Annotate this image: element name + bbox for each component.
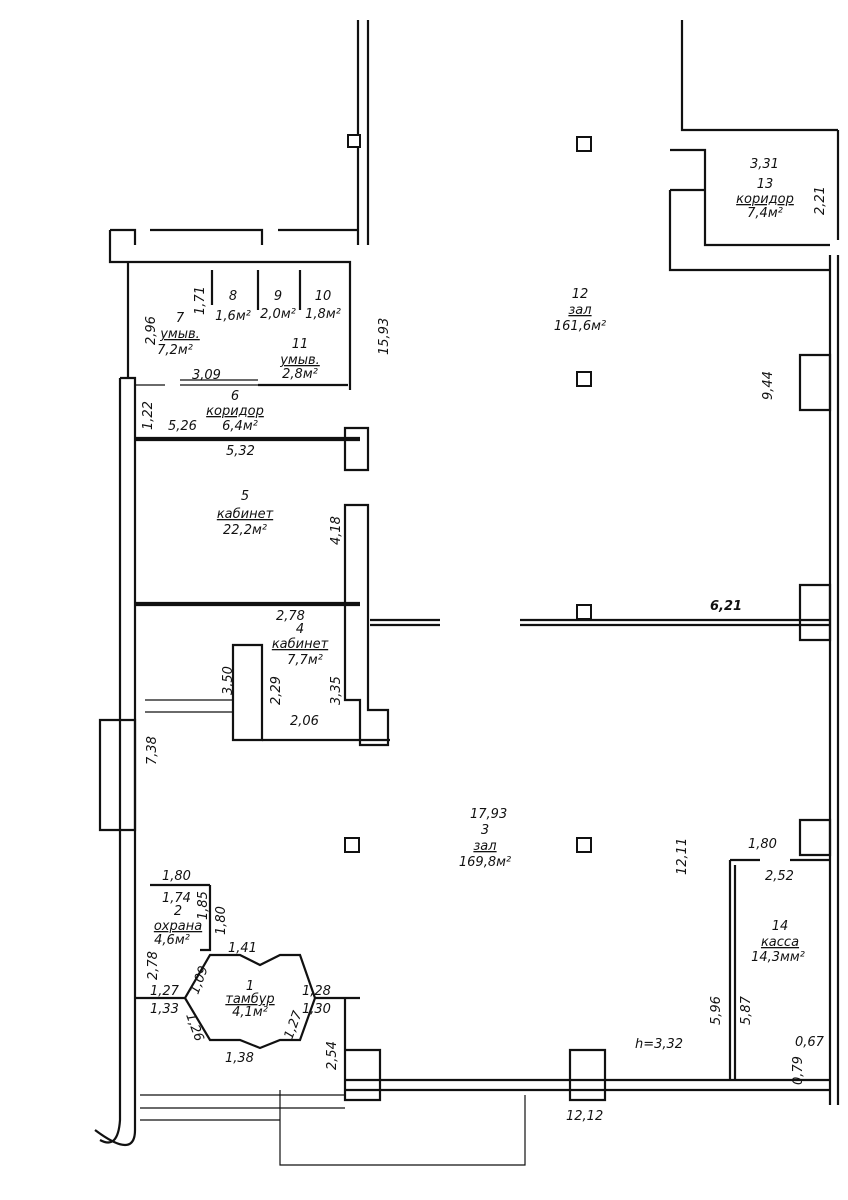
plan-label: 2,8м² — [282, 367, 318, 382]
plan-label: 12,11 — [675, 838, 690, 875]
plan-label: 5,32 — [226, 444, 255, 459]
plan-label: 2,54 — [325, 1041, 340, 1070]
plan-label: 1,74 — [162, 891, 191, 906]
plan-label: 2,29 — [269, 676, 284, 705]
plan-label: 8 — [229, 289, 237, 304]
plan-label: 11 — [292, 337, 309, 352]
plan-label: 13 — [757, 177, 774, 192]
plan-label: 5,96 — [709, 996, 724, 1025]
room-10: 10 1,8м² — [305, 289, 341, 322]
plan-label: касса — [761, 935, 799, 950]
plan-label: 169,8м² — [459, 855, 511, 870]
room-11: 11 умыв. 2,8м² — [279, 337, 320, 382]
plan-label: 12 — [572, 287, 589, 302]
plan-label: 7,2м² — [157, 343, 193, 358]
plan-label: 2,52 — [765, 869, 794, 884]
room-1: 1 тамбур 4,1м² — [225, 979, 274, 1020]
room-5: 5 кабинет 22,2м² — [217, 489, 274, 538]
plan-label: коридор — [206, 404, 264, 419]
plan-label: 14 — [772, 919, 789, 934]
plan-label: 1,6м² — [215, 309, 251, 324]
plan-label: 1,80 — [748, 837, 777, 852]
plan-label: 2 — [174, 904, 182, 919]
room-6: 6 коридор 6,4м² — [206, 389, 264, 434]
plan-label: 1,38 — [225, 1051, 254, 1066]
plan-label: 1,27 — [150, 984, 180, 999]
plan-label: 1,8м² — [305, 307, 341, 322]
plan-label: 3,31 — [750, 157, 779, 172]
plan-label: 5,87 — [739, 995, 754, 1025]
room-8: 8 1,6м² — [215, 289, 251, 324]
plan-label: 4,1м² — [232, 1005, 268, 1020]
plan-label: 1,80 — [214, 906, 229, 935]
plan-label: 5,26 — [168, 419, 197, 434]
room-13: 13 коридор 7,4м² — [736, 177, 794, 221]
plan-label: 7 — [176, 311, 185, 326]
plan-label: 1 — [246, 979, 254, 994]
plan-label: 7,7м² — [287, 653, 323, 668]
plan-label: 1,41 — [228, 941, 257, 956]
columns — [344, 134, 592, 853]
room-4: 4 кабинет 7,7м² — [272, 622, 329, 668]
plan-label: 22,2м² — [223, 523, 267, 538]
plan-label: 3 — [481, 823, 489, 838]
plan-label: 3,09 — [192, 368, 221, 383]
plan-label: 7,4м² — [747, 206, 783, 221]
plan-label: 1,09 — [188, 964, 212, 996]
plan-label: 1,33 — [150, 1002, 179, 1017]
plan-label: 1,85 — [196, 891, 211, 920]
plan-label: 3,50 — [221, 666, 236, 695]
plan-label: 10 — [315, 289, 332, 304]
plan-label: зал — [473, 839, 496, 854]
plan-label: 5 — [241, 489, 249, 504]
plan-label: тамбур — [225, 992, 274, 1007]
plan-label: 0,67 — [795, 1035, 825, 1050]
plan-label: 15,93 — [377, 318, 392, 355]
plan-label: 4 — [296, 622, 304, 637]
dimension-labels: 3,31 2,21 15,93 9,44 2,96 1,71 3,09 1,22… — [141, 157, 828, 1124]
plan-label: 2,0м² — [260, 307, 296, 322]
ceiling-height: h=3,32 — [635, 1037, 683, 1052]
plan-label: 6 — [231, 389, 239, 404]
plan-label: 2,21 — [813, 186, 828, 215]
plan-label: 1,71 — [193, 286, 208, 315]
plan-label: 2,06 — [290, 714, 319, 729]
plan-label: кабинет — [217, 507, 274, 522]
plan-label: 1,80 — [162, 869, 191, 884]
plan-label: 1,28 — [302, 984, 331, 999]
plan-label: 4,18 — [329, 516, 344, 545]
room-14: 14 касса 14,3мм² — [751, 919, 805, 965]
room-12: 12 зал 161,6м² — [554, 287, 606, 334]
plan-label: 1,30 — [302, 1002, 331, 1017]
plan-label: 9 — [274, 289, 282, 304]
room-7: 7 умыв. 7,2м² — [157, 311, 200, 358]
plan-label: кабинет — [272, 637, 329, 652]
plan-label: 1,22 — [141, 401, 156, 430]
plan-label: умыв. — [159, 327, 200, 342]
plan-label: умыв. — [279, 353, 320, 368]
plan-label: 6,21 — [710, 599, 742, 614]
plan-label: 4,6м² — [154, 933, 190, 948]
plan-label: 6,4м² — [222, 419, 258, 434]
plan-label: 17,93 — [470, 807, 507, 822]
plan-label: 7,38 — [145, 736, 160, 765]
plan-label: 0,79 — [791, 1056, 806, 1085]
plan-label: 161,6м² — [554, 319, 606, 334]
plan-label: коридор — [736, 192, 794, 207]
plan-label: 3,35 — [329, 676, 344, 705]
room-2: 2 охрана 4,6м² — [154, 904, 202, 948]
plan-label: 14,3мм² — [751, 950, 805, 965]
room-9: 9 2,0м² — [260, 289, 296, 322]
room-3: 3 зал 169,8м² — [459, 823, 511, 870]
plan-label: 2,96 — [144, 316, 159, 345]
plan-label: 1,26 — [182, 1011, 206, 1043]
plan-label: 9,44 — [761, 371, 776, 400]
plan-label: зал — [568, 303, 591, 318]
plan-label: 12,12 — [566, 1109, 603, 1124]
plan-label: 2,78 — [146, 951, 161, 980]
plan-label: охрана — [154, 919, 202, 934]
walls — [94, 20, 840, 1166]
plan-label: 2,78 — [276, 609, 305, 624]
